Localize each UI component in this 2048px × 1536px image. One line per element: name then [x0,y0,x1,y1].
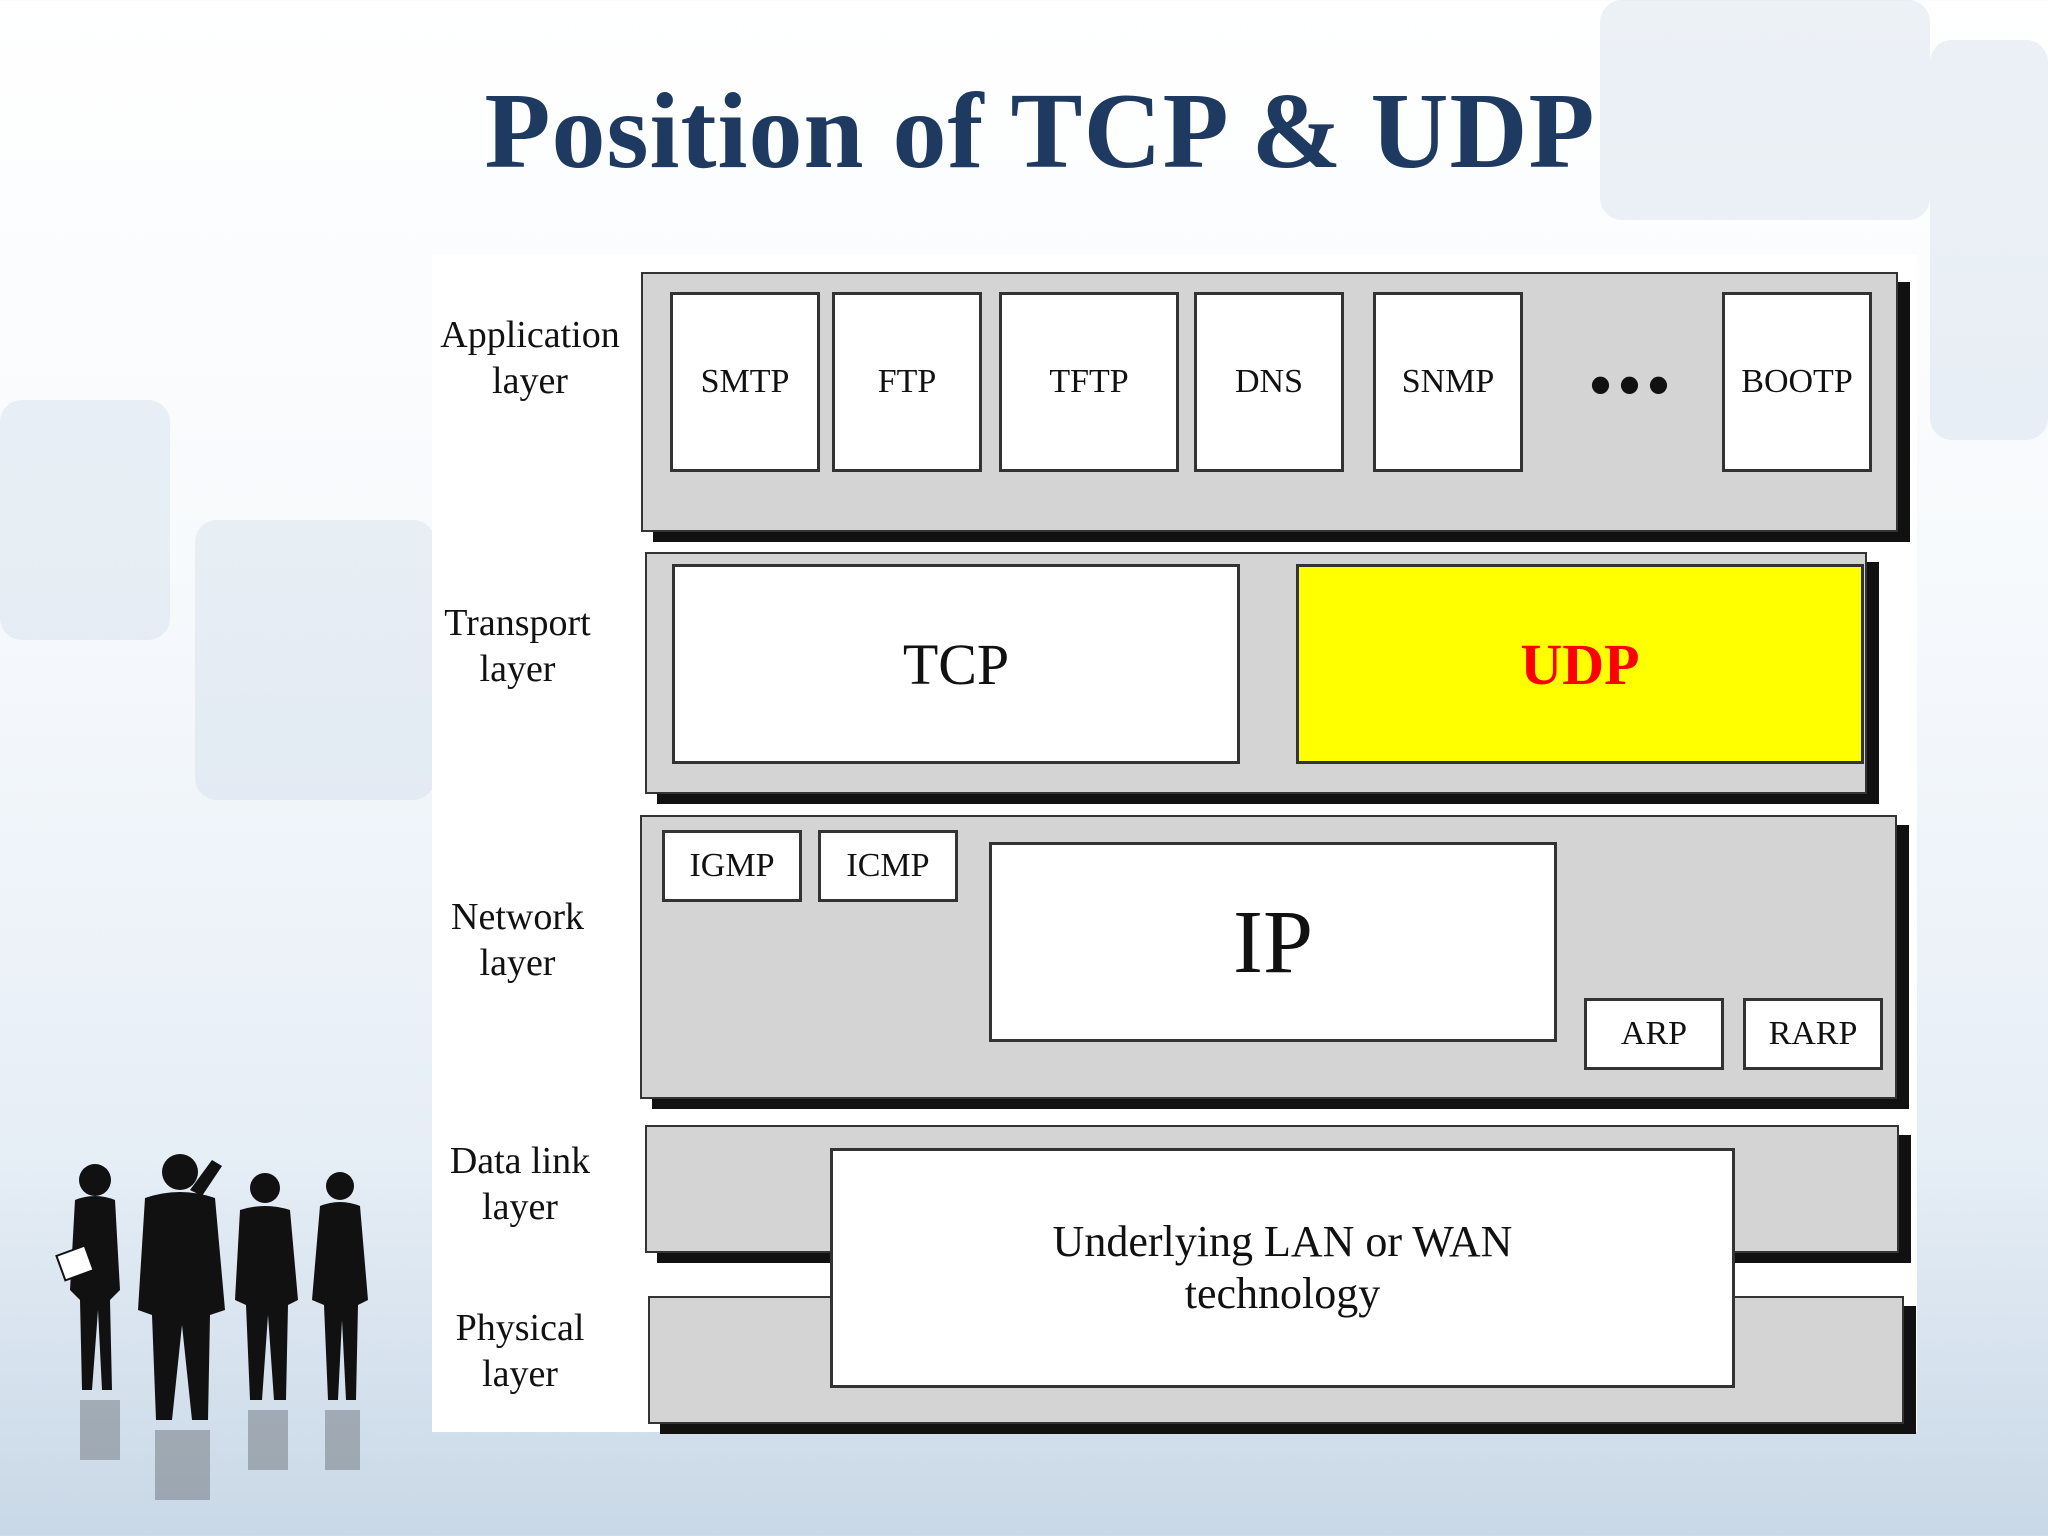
underlying-network-label: Underlying LAN or WAN technology [1052,1217,1513,1318]
background-tile [0,400,170,640]
label-network-layer: Network layer [451,896,584,984]
protocol-igmp: IGMP [662,830,802,902]
tcp-box: TCP [672,564,1240,764]
page-title: Position of TCP & UDP [484,72,1596,191]
background-tile [1600,0,1930,220]
protocol-arp: ARP [1584,998,1724,1070]
protocol-tftp: TFTP [999,292,1179,472]
label-transport-layer: Transport layer [444,602,591,690]
protocol-dns: DNS [1194,292,1344,472]
label-physical-layer: Physical layer [455,1307,585,1395]
ip-box: IP [989,842,1557,1042]
protocol-rarp: RARP [1743,998,1883,1070]
protocol-smtp: SMTP [670,292,820,472]
protocol-snmp: SNMP [1373,292,1523,472]
label-application-layer: Application layer [440,314,620,402]
udp-box: UDP [1296,564,1864,764]
background-tile [195,520,435,800]
protocol-icmp: ICMP [818,830,958,902]
protocol-bootp: BOOTP [1722,292,1872,472]
protocol-ftp: FTP [832,292,982,472]
underlying-network-box: Underlying LAN or WAN technology [830,1148,1735,1388]
label-datalink-layer: Data link layer [449,1140,591,1228]
ellipsis-dots: ••• [1590,351,1678,418]
business-people-silhouette [55,1154,368,1500]
background-tile [1930,40,2048,440]
